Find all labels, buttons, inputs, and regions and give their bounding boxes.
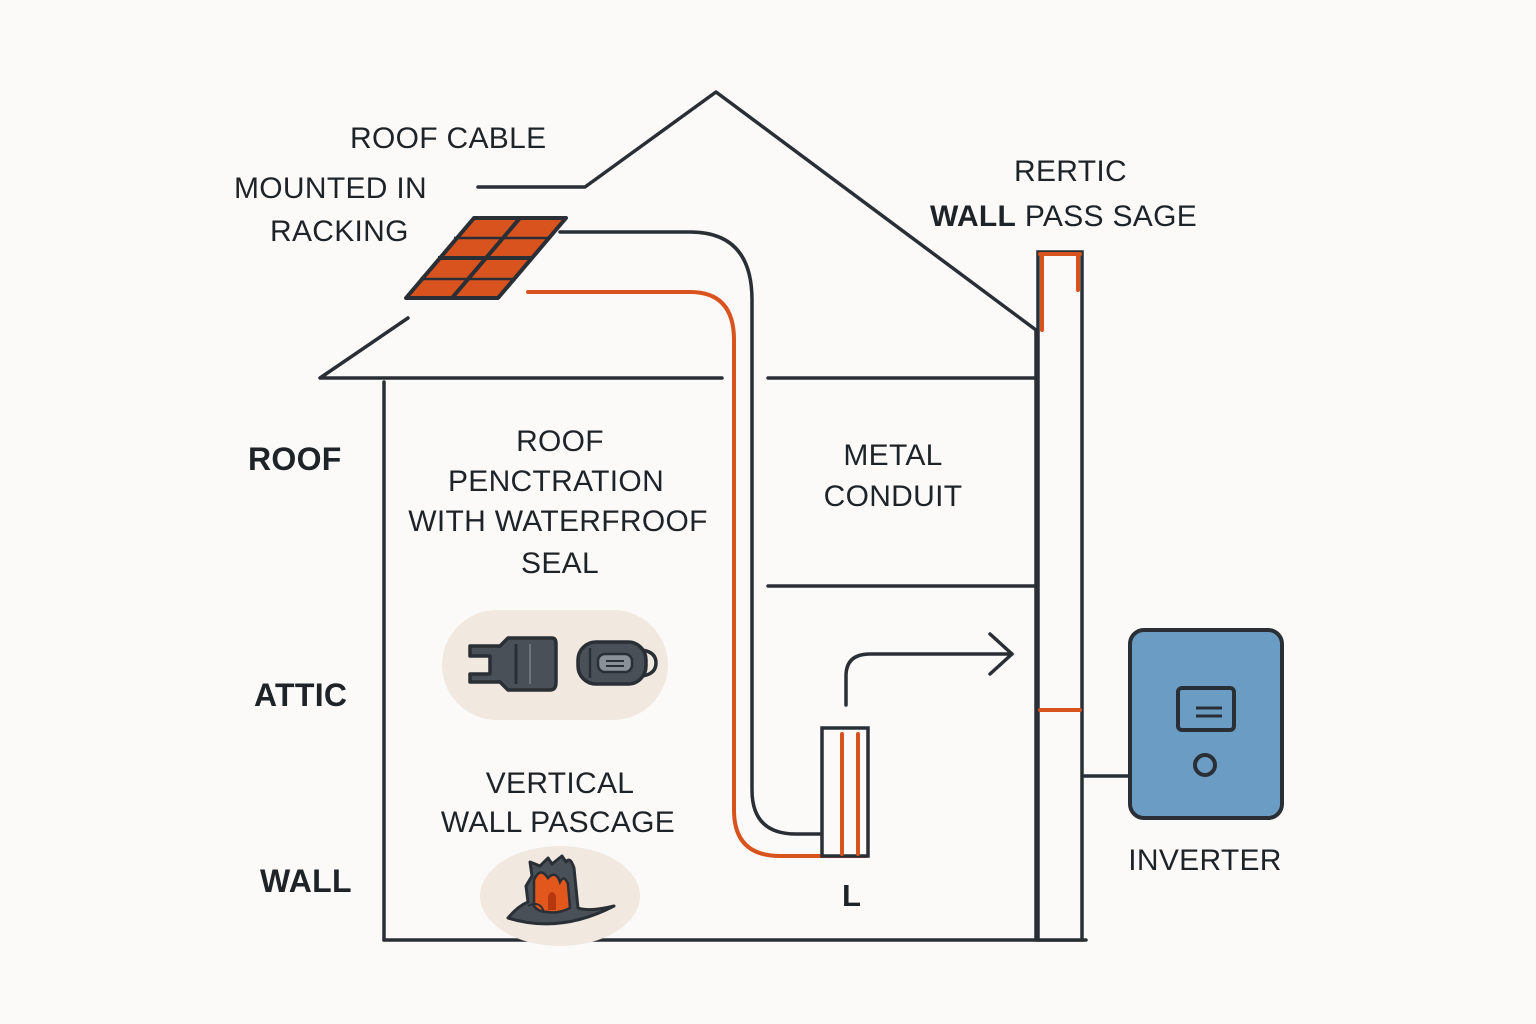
inverter-label: INVERTER bbox=[1128, 844, 1282, 877]
junction-box bbox=[820, 726, 870, 858]
inverter-knob bbox=[1193, 753, 1217, 777]
penetration-label-line-2: PENCTRATION bbox=[448, 465, 664, 498]
penetration-label-line-3: WITH WATERFROOF bbox=[408, 505, 707, 538]
wall-pass-sage-space bbox=[1016, 200, 1025, 233]
wall-pass-sage-rest: PASS SAGE bbox=[1025, 200, 1197, 233]
roof-cable-label: ROOF CABLE bbox=[350, 122, 546, 155]
wall-passage-chase bbox=[1036, 250, 1084, 942]
wall-pass-sage-label: WALL PASS SAGE bbox=[930, 200, 1197, 233]
inverter-icon bbox=[1082, 628, 1284, 820]
cable-gland-icon bbox=[576, 640, 658, 686]
metal-conduit-line-1: METAL bbox=[843, 439, 942, 472]
arrow-right-icon bbox=[844, 632, 1014, 707]
mounted-in-label: MOUNTED IN bbox=[234, 172, 427, 205]
side-label-wall: WALL bbox=[260, 863, 352, 899]
penetration-label-line-4: SEAL bbox=[521, 547, 599, 580]
penetration-label-line-1: ROOF bbox=[516, 425, 604, 458]
solar-panel-icon bbox=[404, 216, 568, 300]
roof-peak bbox=[476, 90, 1038, 332]
cables bbox=[526, 230, 868, 858]
racking-label: RACKING bbox=[270, 215, 409, 248]
left-eave bbox=[318, 316, 724, 380]
vertical-wall-line-2: WALL PASCAGE bbox=[441, 806, 675, 839]
wall-pass-sage-bold: WALL bbox=[930, 200, 1016, 233]
orange-cable bbox=[526, 290, 868, 858]
seal-bubble bbox=[480, 846, 640, 946]
dark-conduit-cable bbox=[558, 230, 826, 836]
fire-seal-icon bbox=[506, 854, 616, 926]
chase-tube bbox=[1036, 250, 1084, 942]
junction-box-body bbox=[820, 726, 870, 858]
metal-conduit-line-2: CONDUIT bbox=[824, 480, 963, 513]
side-label-attic: ATTIC bbox=[254, 677, 347, 713]
house-outline bbox=[318, 90, 1088, 942]
vertical-wall-line-1: VERTICAL bbox=[486, 767, 635, 800]
connector-bubble bbox=[442, 610, 668, 720]
cable-connector-icon bbox=[468, 636, 558, 692]
rertic-label: RERTIC bbox=[1014, 155, 1127, 188]
l-marker: L bbox=[842, 878, 861, 913]
side-label-roof: ROOF bbox=[248, 441, 342, 477]
